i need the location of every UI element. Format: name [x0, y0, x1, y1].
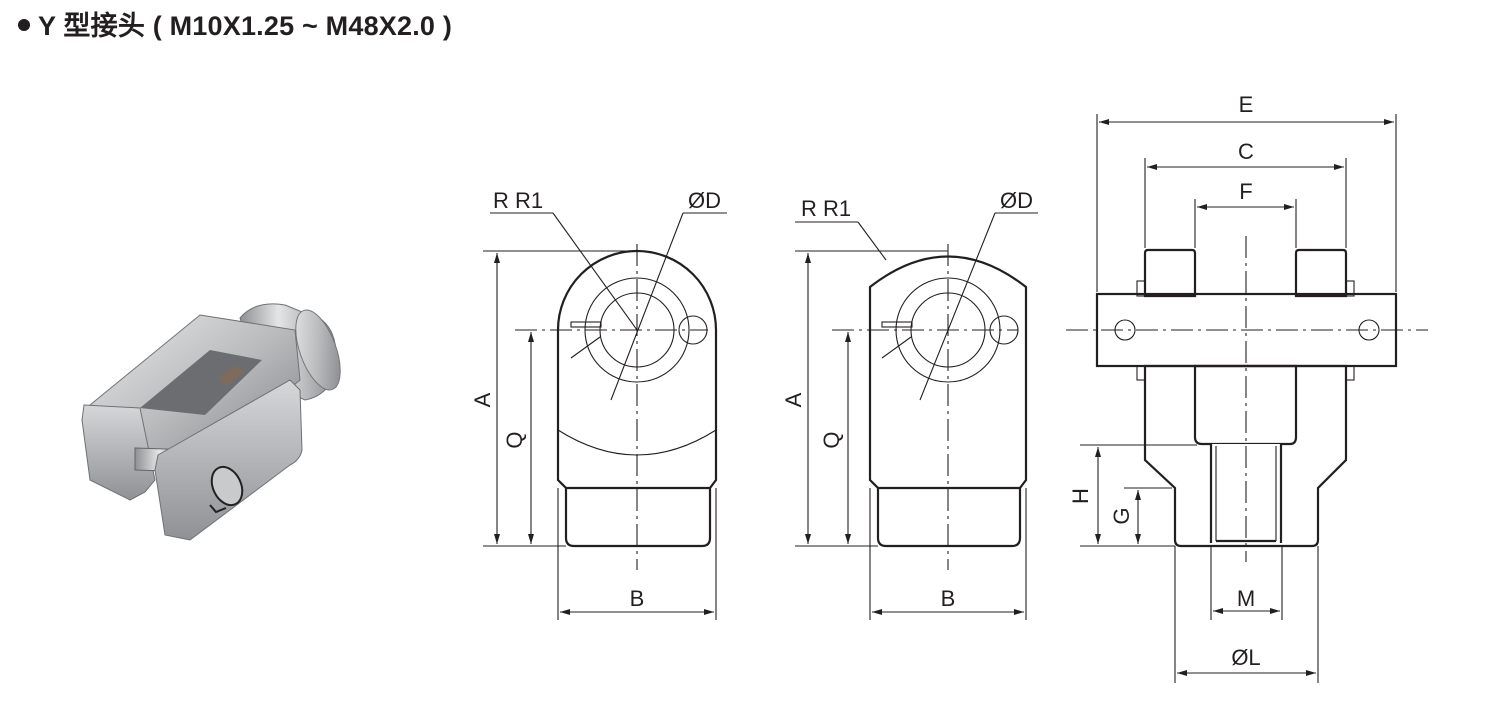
label-r-r1: R R1 [801, 196, 851, 221]
label-b: B [630, 586, 645, 611]
label-diameter-d: ØD [1000, 188, 1033, 213]
label-c: C [1238, 139, 1254, 164]
label-g: G [1109, 507, 1134, 524]
label-h: H [1068, 488, 1093, 504]
bullet-icon [18, 18, 30, 31]
label-r-r1: R R1 [493, 188, 543, 213]
label-a: A [470, 392, 495, 407]
label-e: E [1239, 92, 1254, 117]
title-text: Y 型接头 ( M10X1.25 ~ M48X2.0 ) [38, 11, 453, 41]
label-f: F [1239, 179, 1252, 204]
label-diameter-d: ØD [688, 188, 721, 213]
label-q: Q [819, 431, 844, 448]
label-diameter-l: ØL [1231, 645, 1260, 670]
label-q: Q [502, 431, 527, 448]
page-title: Y 型接头 ( M10X1.25 ~ M48X2.0 ) [18, 4, 452, 43]
label-a: A [781, 392, 806, 407]
label-m: M [1237, 586, 1255, 611]
label-b: B [941, 586, 956, 611]
